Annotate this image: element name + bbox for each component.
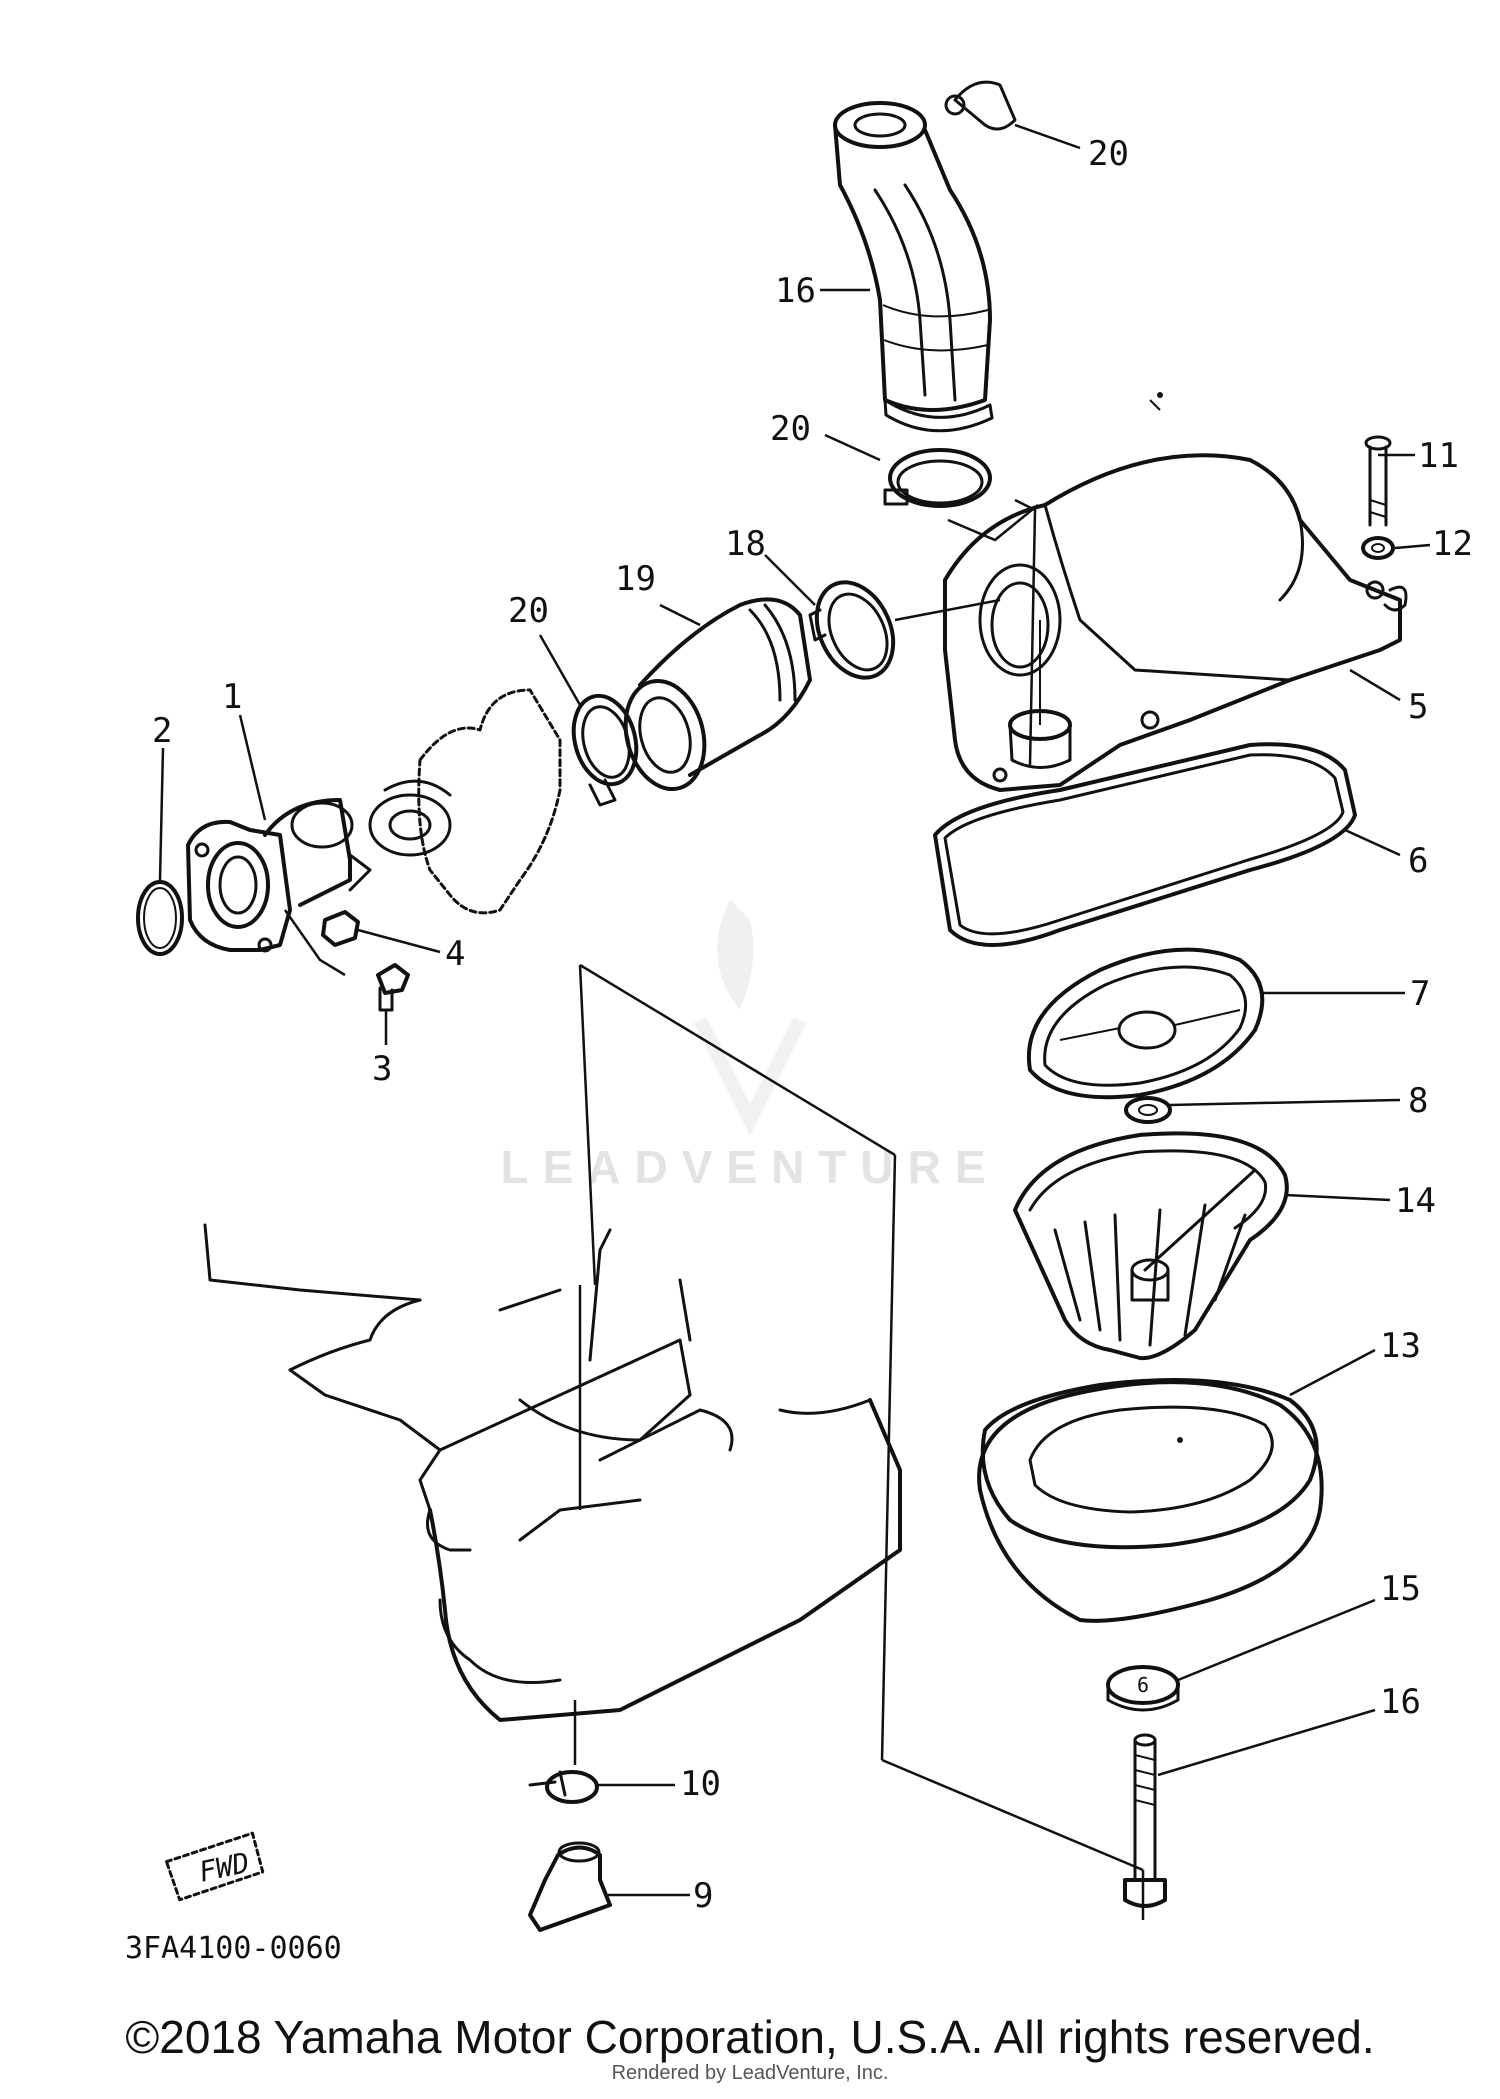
part-12-washer xyxy=(1361,536,1395,560)
callout-9: 9 xyxy=(693,1876,713,1916)
callout-16: 16 xyxy=(1380,1682,1421,1722)
part-4-nut xyxy=(321,910,360,947)
part-20-middle-clamp xyxy=(571,693,639,807)
callout-4: 4 xyxy=(445,934,465,974)
part-17-intake-duct xyxy=(833,101,994,433)
part-1-carburetor-joint xyxy=(186,798,372,953)
part-code: 3FA4100-0060 xyxy=(125,1931,342,1960)
part-18-clamp xyxy=(808,580,896,680)
callouts: 20 16 20 18 19 20 1 2 4 3 11 12 5 6 7 8 xyxy=(152,123,1473,1916)
part-3-bolt xyxy=(376,963,410,1012)
svg-text:6: 6 xyxy=(1137,1673,1149,1697)
callout-10: 10 xyxy=(680,1764,721,1804)
callout-5: 5 xyxy=(1408,687,1428,727)
copyright-notice: ©2018 Yamaha Motor Corporation, U.S.A. A… xyxy=(125,2011,1375,2063)
fwd-indicator: FWD xyxy=(164,1831,265,1902)
part-11-bolt xyxy=(1364,435,1392,527)
callout-20-middle: 20 xyxy=(508,591,549,631)
svg-text:FWD: FWD xyxy=(196,1846,252,1889)
part-10-clip xyxy=(528,1770,599,1804)
assembly-lines xyxy=(283,498,1145,1920)
part-14-element-frame xyxy=(1013,1131,1289,1361)
frame-body-outline xyxy=(203,1223,902,1722)
watermark: LEADVENTURE xyxy=(500,1141,1000,1193)
callout-14: 14 xyxy=(1395,1181,1436,1221)
watermark-logo xyxy=(693,900,807,1136)
callout-8: 8 xyxy=(1408,1081,1428,1121)
callout-15: 15 xyxy=(1380,1569,1421,1609)
callout-6: 6 xyxy=(1408,841,1428,881)
carburetor-outline xyxy=(368,688,562,915)
callout-21: 20 xyxy=(1088,134,1129,174)
callout-18: 18 xyxy=(725,524,766,564)
callout-19: 19 xyxy=(615,559,656,599)
callout-20-upper: 20 xyxy=(770,409,811,449)
callout-1: 1 xyxy=(222,677,242,717)
callout-3: 3 xyxy=(372,1049,392,1089)
part-5-air-filter-case xyxy=(943,392,1408,792)
part-21-elbow-fitting xyxy=(944,80,1017,131)
callout-2: 2 xyxy=(152,711,172,751)
part-16-bolt xyxy=(1123,1733,1167,1908)
part-7-filter-plate xyxy=(1026,947,1265,1100)
part-6-case-seal xyxy=(933,742,1357,947)
exploded-parts-diagram: 6 xyxy=(125,80,1473,1960)
part-15-washer: 6 xyxy=(1106,1665,1180,1712)
part-13-filter-element xyxy=(977,1378,1324,1623)
callout-7: 7 xyxy=(1410,974,1430,1014)
part-9-drain-cap xyxy=(528,1841,612,1932)
part-8-nut xyxy=(1124,1096,1172,1124)
callout-11: 11 xyxy=(1418,436,1459,476)
callout-17: 16 xyxy=(775,271,816,311)
part-19-joint xyxy=(623,597,812,792)
callout-13: 13 xyxy=(1380,1326,1421,1366)
rendered-by-notice: Rendered by LeadVenture, Inc. xyxy=(611,2062,889,2084)
part-20-upper-clamp xyxy=(883,448,992,508)
callout-12: 12 xyxy=(1432,524,1473,564)
part-2-o-ring xyxy=(136,880,184,956)
